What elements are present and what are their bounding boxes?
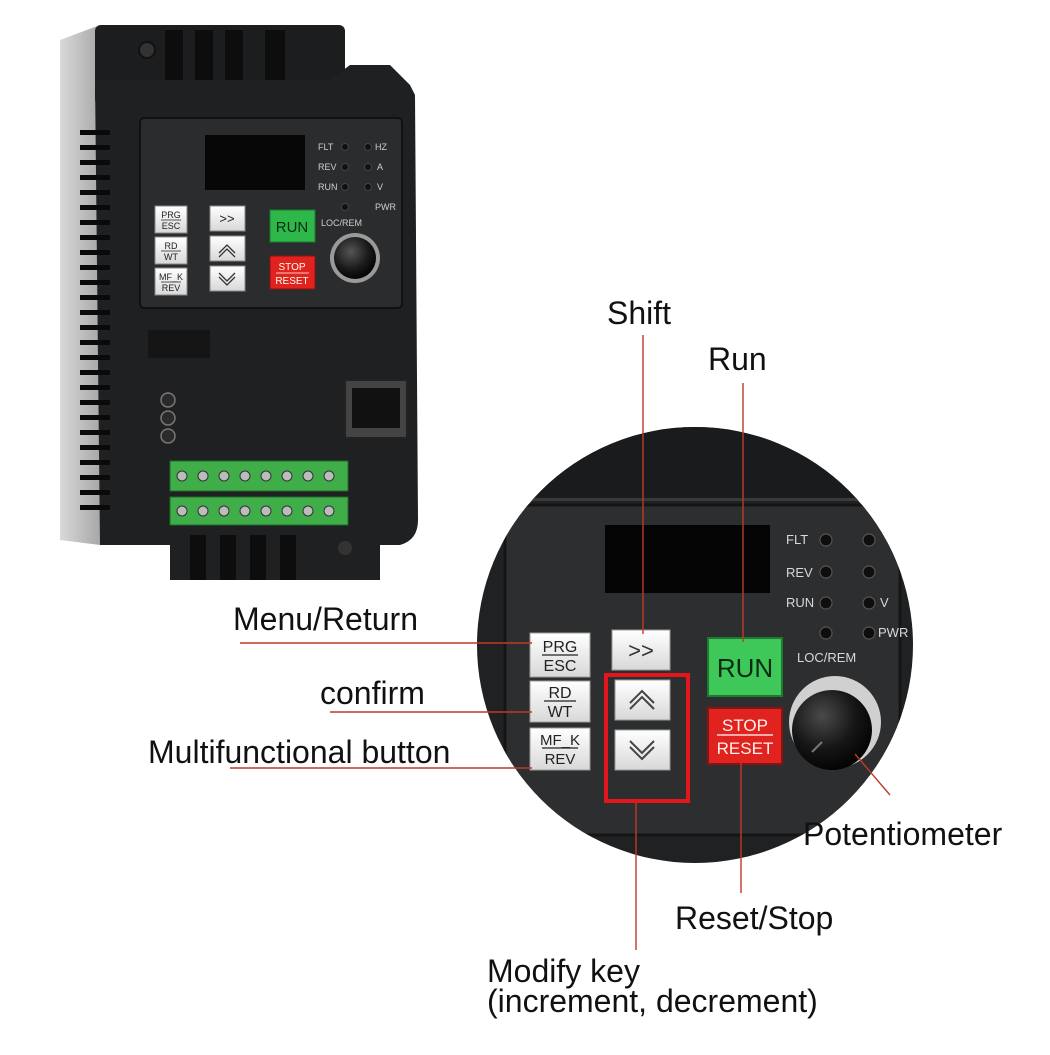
zoom-key-run[interactable] bbox=[707, 637, 783, 697]
indicator-flt: FLT bbox=[318, 142, 334, 152]
zoom-key-down[interactable] bbox=[614, 729, 671, 771]
zoom-key-up[interactable] bbox=[614, 679, 671, 721]
label-modify-key-desc: (increment, decrement) bbox=[487, 983, 818, 1019]
device-key-prg[interactable] bbox=[154, 205, 188, 234]
terminal-block-upper bbox=[169, 460, 349, 492]
terminal-blocks bbox=[169, 460, 349, 526]
up-arrow-icon bbox=[218, 244, 236, 258]
zoom-key-mf-top: MF_K bbox=[540, 732, 580, 749]
device-key-mf[interactable] bbox=[154, 267, 188, 296]
device-key-shift-label: >> bbox=[219, 211, 234, 226]
device-key-mf-top: MF_K bbox=[159, 272, 183, 282]
zoom-led-display bbox=[605, 525, 770, 593]
indicator-a: A bbox=[377, 162, 383, 172]
device-key-stop-bottom: RESET bbox=[275, 276, 308, 287]
zoom-indicator-run: RUN bbox=[786, 595, 814, 610]
device-key-rd-bottom: WT bbox=[164, 252, 178, 262]
device-key-rd-top: RD bbox=[165, 241, 178, 251]
chevron-up-icon bbox=[629, 689, 655, 710]
zoom-indicator-pwr: PWR bbox=[878, 625, 908, 640]
zoom-key-stop-top: STOP bbox=[722, 716, 768, 735]
device-key-run-label: RUN bbox=[276, 219, 309, 236]
knob-indicator-mark bbox=[811, 741, 823, 753]
label-potentiometer: Potentiometer bbox=[803, 816, 1003, 852]
device-indicators: FLT REV RUN HZ A V PWR LOC/REM bbox=[318, 142, 396, 228]
indicator-run: RUN bbox=[318, 182, 338, 192]
zoom-indicator-v: V bbox=[880, 595, 889, 610]
device-key-prg-bottom: ESC bbox=[162, 221, 181, 231]
label-multifunctional: Multifunctional button bbox=[148, 734, 451, 770]
indicator-rev: REV bbox=[318, 162, 337, 172]
terminal-block-lower bbox=[169, 496, 349, 526]
indicator-v: V bbox=[377, 182, 383, 192]
device-label-slot bbox=[148, 330, 210, 358]
zoom-key-mf-bottom: REV bbox=[545, 751, 576, 768]
device-key-stop-top: STOP bbox=[278, 262, 305, 273]
zoom-key-rd-top: RD bbox=[548, 685, 571, 702]
label-run: Run bbox=[708, 341, 767, 377]
zoom-key-prg-top: PRG bbox=[543, 639, 578, 656]
modify-keys-highlight bbox=[604, 673, 690, 803]
device-key-rd[interactable] bbox=[154, 236, 188, 265]
leader-potentiometer bbox=[854, 753, 891, 796]
label-confirm: confirm bbox=[320, 675, 425, 711]
device-led-dots bbox=[341, 143, 372, 211]
zoom-key-prg-bottom: ESC bbox=[544, 658, 577, 675]
label-menu-return: Menu/Return bbox=[233, 601, 418, 637]
zoom-key-shift[interactable] bbox=[611, 629, 671, 671]
device-key-up[interactable] bbox=[209, 235, 246, 262]
device-led-display bbox=[205, 135, 305, 190]
device-key-down[interactable] bbox=[209, 265, 246, 292]
zoom-key-mf-rev[interactable] bbox=[529, 727, 591, 771]
label-shift: Shift bbox=[607, 295, 672, 331]
device-key-stop[interactable] bbox=[269, 255, 316, 290]
zoom-loc-rem: LOC/REM bbox=[797, 650, 856, 665]
device-keys: PRG ESC RD WT MF_K REV >> RUN STOP RESET bbox=[154, 205, 316, 296]
indicator-pwr: PWR bbox=[375, 202, 396, 212]
zoom-key-rd-bottom: WT bbox=[548, 704, 573, 721]
rj45-socket bbox=[352, 388, 400, 428]
device-key-run[interactable] bbox=[269, 209, 316, 243]
indicator-hz: HZ bbox=[375, 142, 387, 152]
label-modify-key: Modify key bbox=[487, 953, 640, 989]
zoom-indicator-flt: FLT bbox=[786, 532, 808, 547]
zoom-key-stop-bottom: RESET bbox=[717, 739, 774, 758]
label-reset-stop: Reset/Stop bbox=[675, 900, 834, 936]
device-key-shift[interactable] bbox=[209, 205, 246, 232]
zoom-key-shift-label: >> bbox=[628, 638, 654, 663]
inverter-device: FLT REV RUN HZ A V PWR LOC/REM PRG ESC R… bbox=[60, 25, 418, 580]
zoom-key-run-label: RUN bbox=[717, 653, 773, 683]
zoom-indicator-rev: REV bbox=[786, 565, 813, 580]
loc-rem-label: LOC/REM bbox=[321, 218, 362, 228]
device-key-mf-bottom: REV bbox=[162, 283, 181, 293]
side-screws bbox=[160, 392, 176, 444]
bottom-fins bbox=[190, 535, 352, 580]
down-arrow-icon bbox=[218, 272, 236, 286]
zoom-magnifier: FLT REV RUN V PWR LOC/REM PRG ESC RD W bbox=[477, 427, 913, 863]
leader-lines bbox=[230, 335, 891, 950]
chevron-down-icon bbox=[629, 740, 655, 761]
zoom-key-stop-reset[interactable] bbox=[707, 707, 783, 765]
device-key-prg-top: PRG bbox=[161, 210, 181, 220]
potentiometer-knob[interactable] bbox=[792, 690, 872, 770]
vent-slots bbox=[80, 130, 110, 510]
device-knob[interactable] bbox=[334, 237, 376, 279]
